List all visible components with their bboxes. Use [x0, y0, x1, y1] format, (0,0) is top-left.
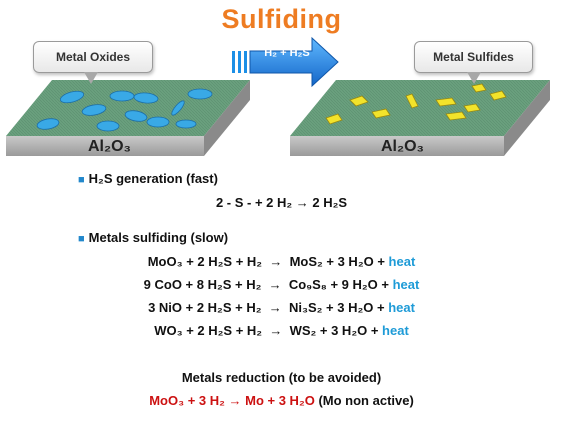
slab-right — [290, 80, 550, 156]
reaction-lhs: 3 NiO + 2 H₂S + H₂ — [148, 300, 262, 315]
oxide-particle — [171, 100, 185, 116]
reaction-rhs: MoS₂ + 3 H₂O + — [289, 254, 385, 269]
callout-metal-sulfides: Metal Sulfides — [414, 41, 533, 73]
section1-heading: H₂S generation (fast) — [88, 171, 218, 186]
oxide-particle — [59, 90, 85, 104]
reduction-note: (Mo non active) — [318, 393, 414, 408]
reaction-arrow: → — [268, 300, 282, 315]
sulfide-particle — [463, 103, 481, 113]
oxide-particle — [124, 110, 148, 122]
oxide-particle — [175, 119, 197, 129]
reduction-equation: MoO₃ + 3 H₂ → Mo + 3 H₂O — [149, 393, 315, 408]
heat-label: heat — [388, 300, 415, 315]
slab-left-label: Al₂O₃ — [88, 138, 131, 155]
reaction-row: 3 NiO + 2 H₂S + H₂ → Ni₃S₂ + 3 H₂O + hea… — [0, 300, 563, 315]
section2-heading-row: ■Metals sulfiding (slow) — [78, 230, 228, 245]
callout-tail-left — [84, 72, 98, 84]
arrow-stripe — [232, 51, 235, 73]
reaction-arrow: → — [269, 323, 283, 338]
section3-heading: Metals reduction (to be avoided) — [181, 370, 382, 385]
heat-label: heat — [382, 323, 409, 338]
oxide-particle — [109, 90, 135, 102]
reaction-arrow: → — [269, 254, 283, 269]
section1-equation: 2 - S - + 2 H₂ → 2 H₂S — [215, 195, 348, 210]
sulfide-particle — [405, 93, 419, 109]
section2-heading: Metals sulfiding (slow) — [88, 230, 229, 245]
arrow-stripe — [238, 51, 241, 73]
sulfide-particle — [489, 90, 507, 101]
heat-label: heat — [392, 277, 420, 292]
reaction-lhs: 9 CoO + 8 H₂S + H₂ — [143, 277, 262, 292]
oxide-particle — [36, 118, 60, 130]
reaction-lhs: WO₃ + 2 H₂S + H₂ — [154, 323, 263, 338]
oxide-particle — [187, 88, 213, 100]
reaction-row: WO₃ + 2 H₂S + H₂ → WS₂ + 3 H₂O + heat — [0, 323, 563, 338]
slab-right-front — [290, 136, 504, 156]
slab-right-top — [290, 80, 550, 136]
reaction-row: MoO₃ + 2 H₂S + H₂ → MoS₂ + 3 H₂O + heat — [0, 254, 563, 269]
reaction-row: 9 CoO + 8 H₂S + H₂ → Co₉S₈ + 9 H₂O + hea… — [0, 277, 563, 292]
reaction-rhs: WS₂ + 3 H₂O + — [289, 323, 379, 338]
arrow-shape — [249, 36, 339, 88]
sulfide-particle — [471, 83, 487, 93]
bullet-icon: ■ — [78, 233, 85, 245]
section1-heading-row: ■H₂S generation (fast) — [78, 171, 218, 186]
sulfide-particle — [435, 97, 457, 107]
reaction-rhs: Co₉S₈ + 9 H₂O + — [288, 277, 389, 292]
slab-left-side — [204, 80, 250, 156]
oxide-particle — [96, 120, 120, 132]
callout-metal-oxides: Metal Oxides — [33, 41, 153, 73]
title: Sulfiding — [221, 4, 342, 34]
reaction-arrow: → — [268, 277, 282, 292]
sulfide-particle — [349, 95, 369, 107]
bullet-icon: ■ — [78, 174, 85, 186]
sulfide-particles — [325, 83, 507, 125]
arrow-stripe — [244, 51, 247, 73]
oxide-particle — [146, 116, 170, 128]
slab-right-label: Al₂O₃ — [381, 138, 424, 155]
reaction-lhs: MoO₃ + 2 H₂S + H₂ — [147, 254, 263, 269]
slab-right-side — [504, 80, 550, 156]
oxide-particle — [81, 104, 107, 116]
oxide-particles — [36, 88, 213, 132]
process-arrow — [232, 36, 339, 88]
heat-label: heat — [388, 254, 416, 269]
arrow-label: H₂ + H₂S — [264, 47, 310, 59]
section3-equation-row: MoO₃ + 3 H₂ → Mo + 3 H₂O (Mo non active) — [0, 393, 563, 408]
oxide-particle — [133, 92, 159, 104]
callout-tail-right — [467, 72, 481, 84]
reaction-rhs: Ni₃S₂ + 3 H₂O + — [288, 300, 385, 315]
sulfide-particle — [325, 113, 343, 125]
slab-left-front — [6, 136, 204, 156]
sulfide-particle — [371, 108, 391, 119]
sulfide-particle — [445, 111, 467, 121]
